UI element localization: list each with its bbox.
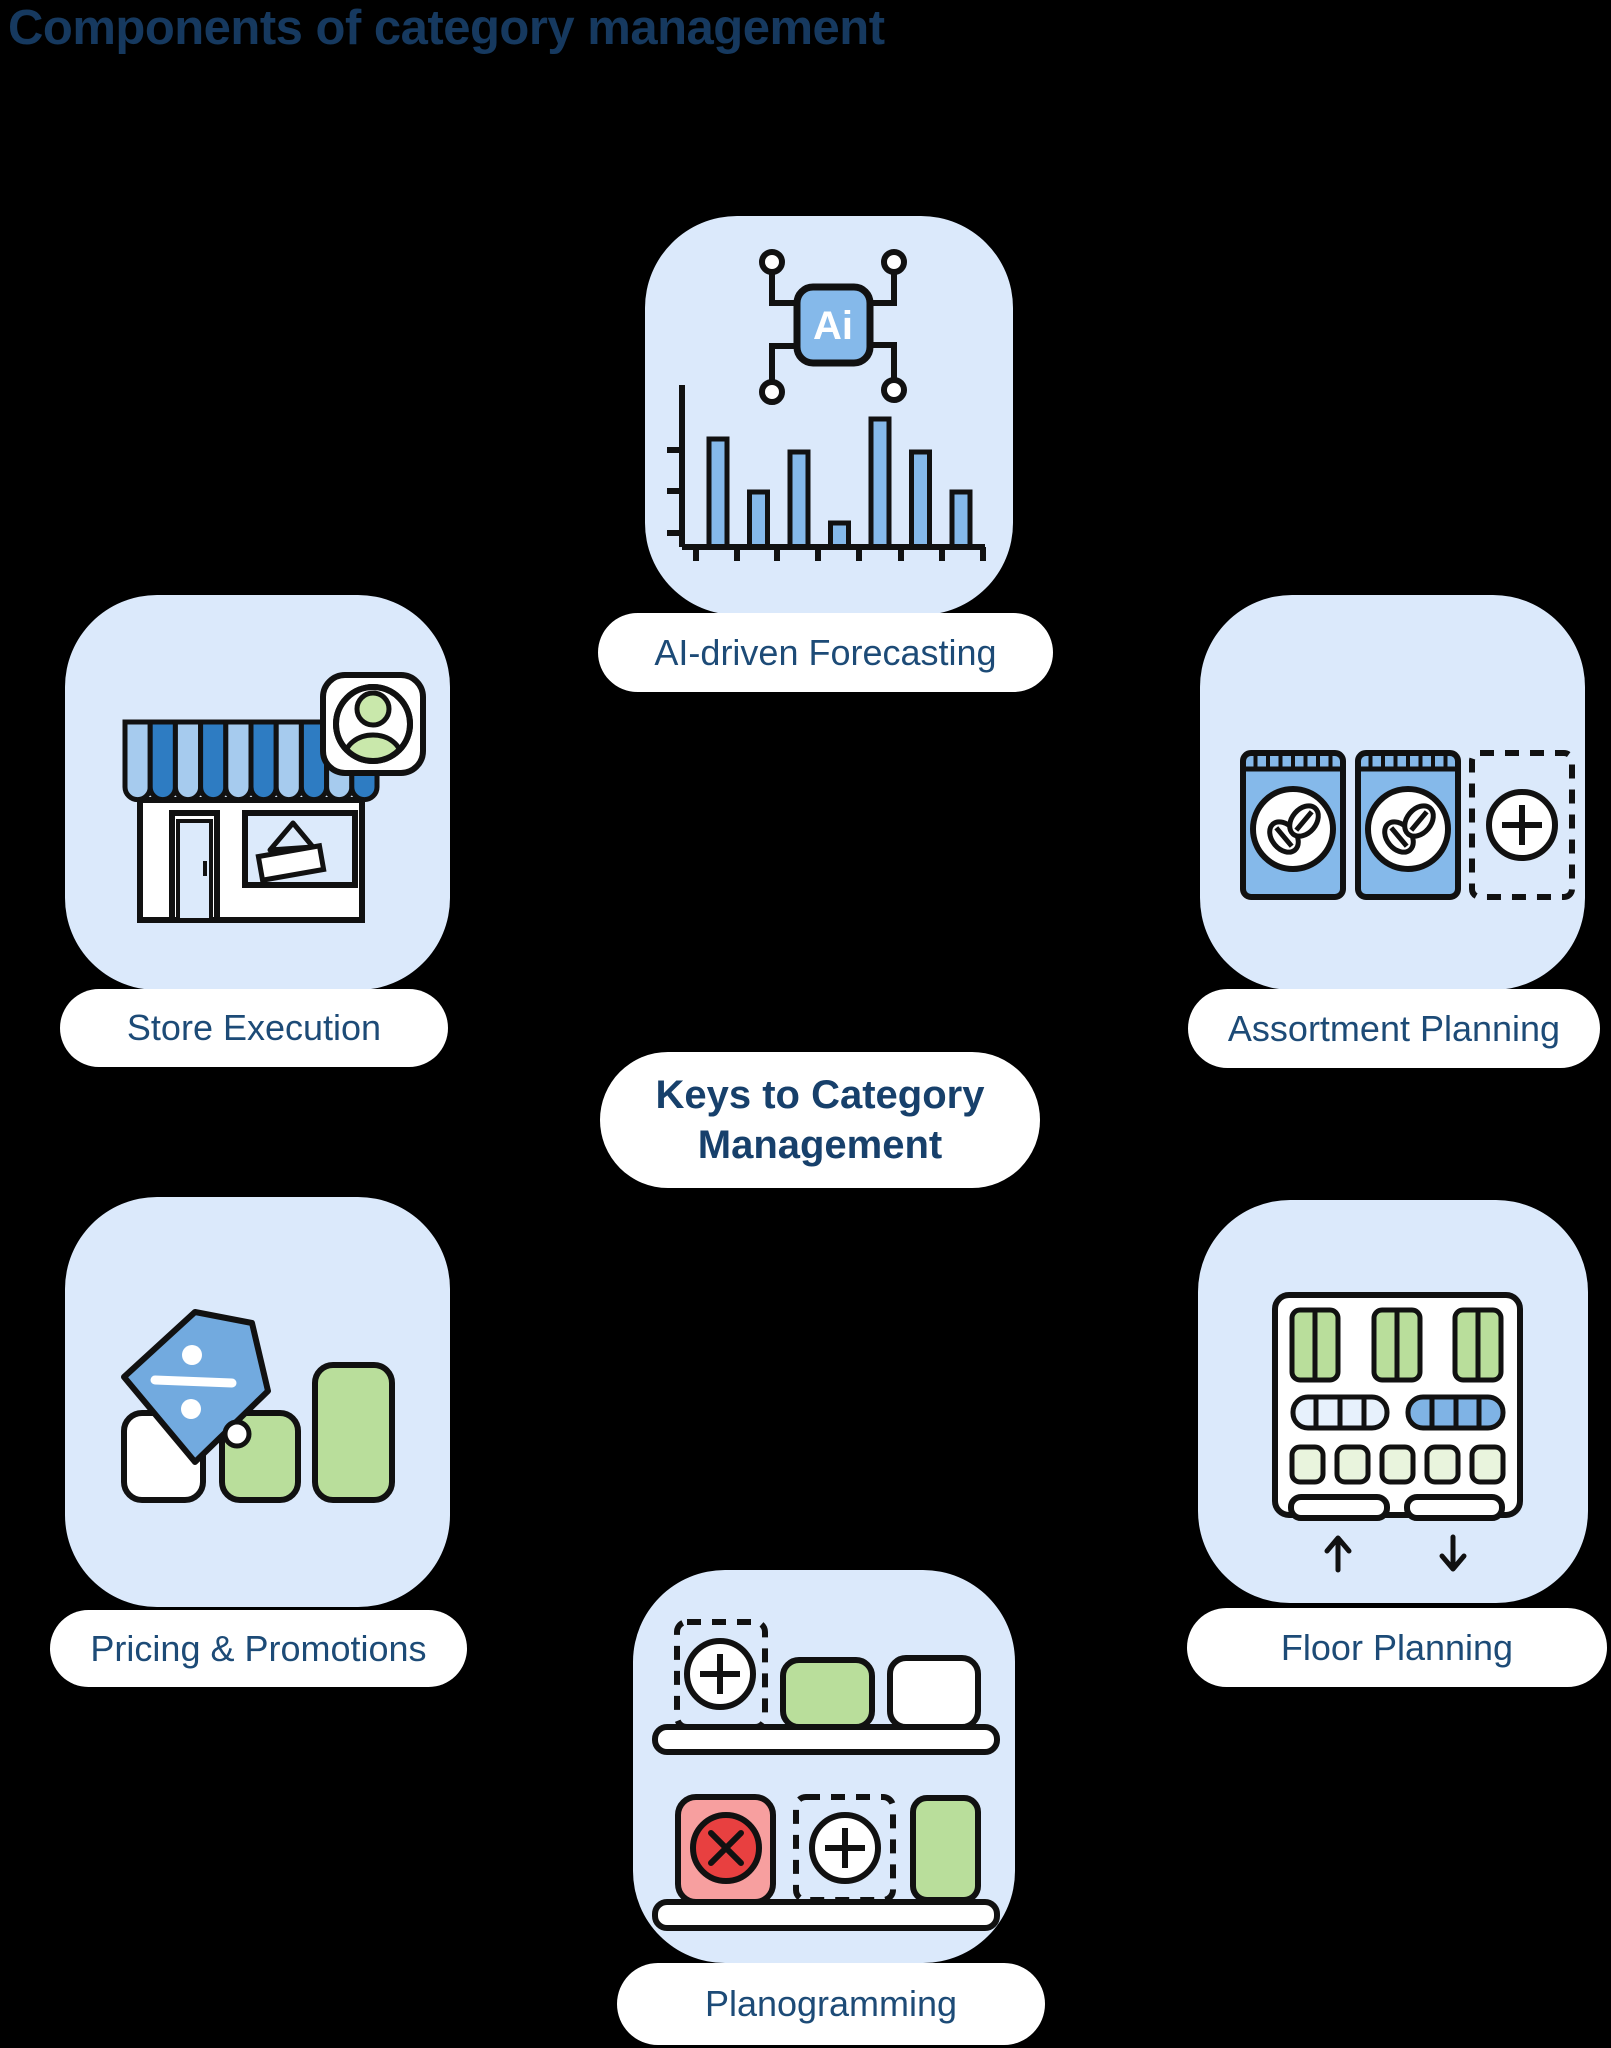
forecast-bar	[909, 449, 932, 550]
green-tall-block	[312, 1362, 395, 1503]
chip-connectors	[759, 249, 907, 405]
label-assortment-planning: Assortment Planning	[1188, 989, 1600, 1068]
white-product	[887, 1655, 981, 1730]
bin-units	[1289, 1444, 1506, 1485]
label-text: Planogramming	[704, 1983, 958, 2024]
add-slot	[793, 1794, 896, 1903]
label-text: Pricing & Promotions	[90, 1627, 427, 1669]
center-title-pill: Keys to Category Management	[600, 1052, 1040, 1188]
store-door	[169, 810, 220, 923]
remove-product	[675, 1794, 776, 1905]
card-ai-forecasting: Ai	[645, 216, 1013, 615]
floor-plan-icon	[1272, 1292, 1523, 1573]
center-title-text: Keys to Category Management	[655, 1073, 985, 1167]
store-window	[242, 810, 358, 888]
forecast-bar	[949, 489, 973, 550]
forecast-bar	[868, 416, 892, 550]
forecast-chart	[667, 385, 986, 561]
green-product	[780, 1657, 875, 1730]
label-ai-forecasting: AI-driven Forecasting	[598, 613, 1053, 692]
card-planogramming	[633, 1570, 1015, 1963]
shelf-bar	[652, 1899, 1000, 1931]
card-pricing-promotions	[65, 1197, 450, 1607]
coffee-bag	[1240, 750, 1346, 900]
label-planogramming: Planogramming	[617, 1963, 1045, 2045]
label-text: Assortment Planning	[1227, 1007, 1561, 1049]
label-text: Store Execution	[126, 1007, 382, 1048]
label-floor-planning: Floor Planning	[1187, 1608, 1607, 1687]
forecast-bar	[787, 449, 811, 550]
forecast-bar	[706, 436, 730, 550]
forecast-bar	[828, 520, 851, 550]
person-icon	[342, 690, 404, 761]
shelf-units	[1289, 1307, 1504, 1383]
coffee-bags-add-icon	[1240, 750, 1575, 900]
add-slot	[674, 1619, 768, 1730]
storefront-icon	[122, 672, 426, 923]
green-product	[910, 1795, 981, 1903]
label-pricing-promotions: Pricing & Promotions	[50, 1610, 467, 1687]
card-floor-planning	[1198, 1200, 1588, 1603]
gondola-units	[1290, 1394, 1506, 1431]
label-text: AI-driven Forecasting	[654, 631, 997, 673]
person-badge	[320, 672, 426, 776]
forecast-bars	[706, 416, 973, 550]
discount-tag-blocks-icon	[121, 1309, 395, 1503]
add-product-slot	[1469, 750, 1575, 900]
shelf-bar	[652, 1724, 1000, 1755]
label-store-execution: Store Execution	[60, 989, 448, 1067]
ai-chip	[793, 283, 874, 367]
ai-chip-label: Ai	[813, 304, 853, 348]
coffee-bag	[1355, 750, 1461, 900]
discount-tag-icon	[121, 1309, 271, 1465]
entrance-doors	[1288, 1494, 1505, 1521]
ai-chip-bar-chart-icon: Ai	[667, 249, 986, 561]
label-text: Floor Planning	[1280, 1626, 1514, 1668]
page-title: Components of category management	[8, 1, 885, 55]
card-assortment-planning	[1200, 595, 1585, 990]
down-arrow-icon	[1439, 1534, 1467, 1572]
up-arrow-icon	[1324, 1535, 1352, 1573]
card-store-execution	[65, 595, 450, 990]
forecast-bar	[747, 489, 770, 550]
shelf-planogram-icon	[652, 1619, 1000, 1931]
